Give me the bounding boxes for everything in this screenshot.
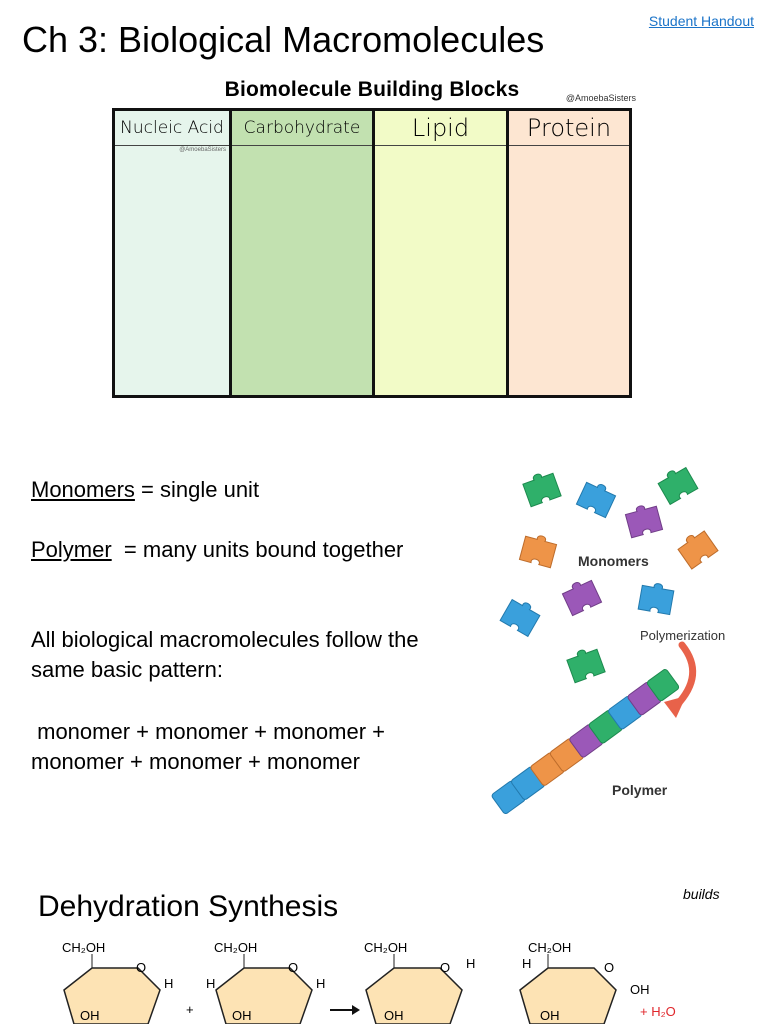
column-nucleic-acid: Nucleic Acid @AmoebaSisters: [115, 111, 232, 395]
column-carbohydrate: Carbohydrate: [232, 111, 375, 395]
dehydration-synthesis-heading: Dehydration Synthesis: [38, 890, 339, 923]
water-label: + H₂O: [640, 1004, 676, 1019]
polymerization-diagram: Monomers Polymerization Polymer: [491, 463, 725, 815]
polymer-meaning: = many units bound together: [111, 537, 404, 562]
monomer-piece: [623, 501, 664, 539]
h-label: H: [316, 976, 325, 991]
monomer-piece: [637, 580, 676, 616]
monomer-piece: [518, 531, 559, 569]
column-header: Protein: [509, 111, 629, 146]
monomers-meaning: = single unit: [134, 477, 260, 502]
monomers-term: Monomers: [31, 477, 135, 502]
polymer-definition: Polymer = many units bound together: [31, 536, 403, 564]
monomer-piece: [655, 463, 699, 505]
o-label: O: [604, 960, 614, 975]
ch2oh-label: CH₂OH: [528, 940, 571, 955]
pattern-text-line2: same basic pattern:: [31, 657, 223, 682]
monomers-label: Monomers: [578, 553, 649, 569]
h-label: H: [466, 956, 475, 971]
glucose-molecule: CH₂OH O H OH: [364, 940, 475, 1024]
glucose-molecule: CH₂OH O H OH OH: [519, 940, 650, 1024]
student-handout-link[interactable]: Student Handout: [648, 13, 754, 29]
building-blocks-table: Nucleic Acid @AmoebaSisters Carbohydrate…: [112, 108, 632, 398]
builds-note: builds: [683, 886, 720, 902]
monomer-piece: [560, 575, 603, 617]
oh-label: OH: [384, 1008, 404, 1023]
ch2oh-label: CH₂OH: [364, 940, 407, 955]
h-label: H: [522, 956, 531, 971]
equation-line2: monomer + monomer + monomer: [31, 749, 360, 774]
monomer-piece: [564, 644, 606, 684]
column-protein: Protein: [509, 111, 629, 395]
h-label: H: [206, 976, 215, 991]
monomer-piece: [575, 477, 618, 519]
column-lipid: Lipid: [375, 111, 509, 395]
column-header: Lipid: [375, 111, 506, 146]
o-label: O: [440, 960, 450, 975]
reaction-arrow-head: [352, 1005, 360, 1015]
monomer-piece: [674, 526, 719, 570]
glucose-molecule: CH₂OH O H OH: [62, 940, 173, 1024]
equation-line1: monomer + monomer + monomer +: [31, 719, 385, 744]
monomer-piece: [520, 468, 562, 508]
building-blocks-figure: Biomolecule Building Blocks @AmoebaSiste…: [104, 76, 640, 404]
oh-label: OH: [80, 1008, 100, 1023]
page-title: Ch 3: Biological Macromolecules: [22, 19, 545, 60]
column-header: Nucleic Acid: [115, 111, 229, 146]
plus-sign: +: [186, 1002, 194, 1017]
pattern-text-line1: All biological macromolecules follow the: [31, 627, 419, 652]
column-header: Carbohydrate: [232, 111, 372, 146]
ch2oh-label: CH₂OH: [214, 940, 257, 955]
monomers-definition: Monomers = single unit: [31, 476, 259, 504]
h-label: H: [164, 976, 173, 991]
oh-label: OH: [540, 1008, 560, 1023]
oh-label: OH: [630, 982, 650, 997]
arrow-head: [664, 696, 686, 718]
polymer-chain: [491, 669, 680, 815]
building-blocks-credit: @AmoebaSisters: [565, 93, 636, 103]
building-blocks-title: Biomolecule Building Blocks: [224, 78, 520, 101]
o-label: O: [288, 960, 298, 975]
monomer-piece: [499, 595, 543, 637]
polymerization-label: Polymerization: [640, 628, 725, 643]
ch2oh-label: CH₂OH: [62, 940, 105, 955]
glucose-molecule: CH₂OH O H H OH: [206, 940, 325, 1024]
column-credit: @AmoebaSisters: [179, 147, 226, 153]
polymer-term: Polymer: [31, 537, 112, 562]
polymer-label: Polymer: [612, 782, 668, 798]
o-label: O: [136, 960, 146, 975]
dehydration-reaction-diagram: CH₂OH O H OH + CH₂OH O H H OH CH₂OH O H …: [62, 940, 676, 1024]
oh-label: OH: [232, 1008, 252, 1023]
